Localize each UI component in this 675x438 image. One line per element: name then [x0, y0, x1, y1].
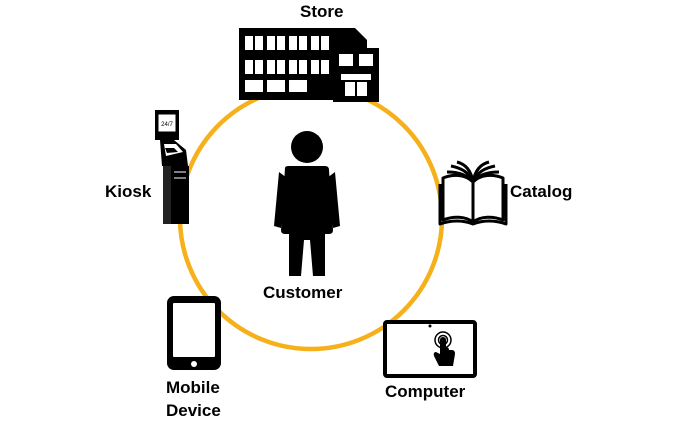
customer-label: Customer	[263, 283, 343, 302]
kiosk-label: Kiosk	[105, 182, 152, 201]
touch-monitor-icon	[383, 320, 477, 378]
kiosk-icon: 24/7	[155, 110, 189, 224]
catalog-label: Catalog	[510, 182, 573, 201]
touch-hand-icon	[433, 331, 455, 366]
computer-label: Computer	[385, 382, 466, 401]
tablet-icon	[167, 296, 221, 370]
mobile-device-label-line1: Mobile	[166, 378, 220, 397]
customer-person-icon	[274, 131, 340, 276]
mobile-device-label-line2: Device	[166, 401, 221, 420]
open-book-icon	[438, 160, 508, 226]
kiosk-screen-text: 24/7	[161, 122, 173, 128]
store-building-icon	[239, 28, 379, 102]
store-label: Store	[300, 2, 344, 21]
